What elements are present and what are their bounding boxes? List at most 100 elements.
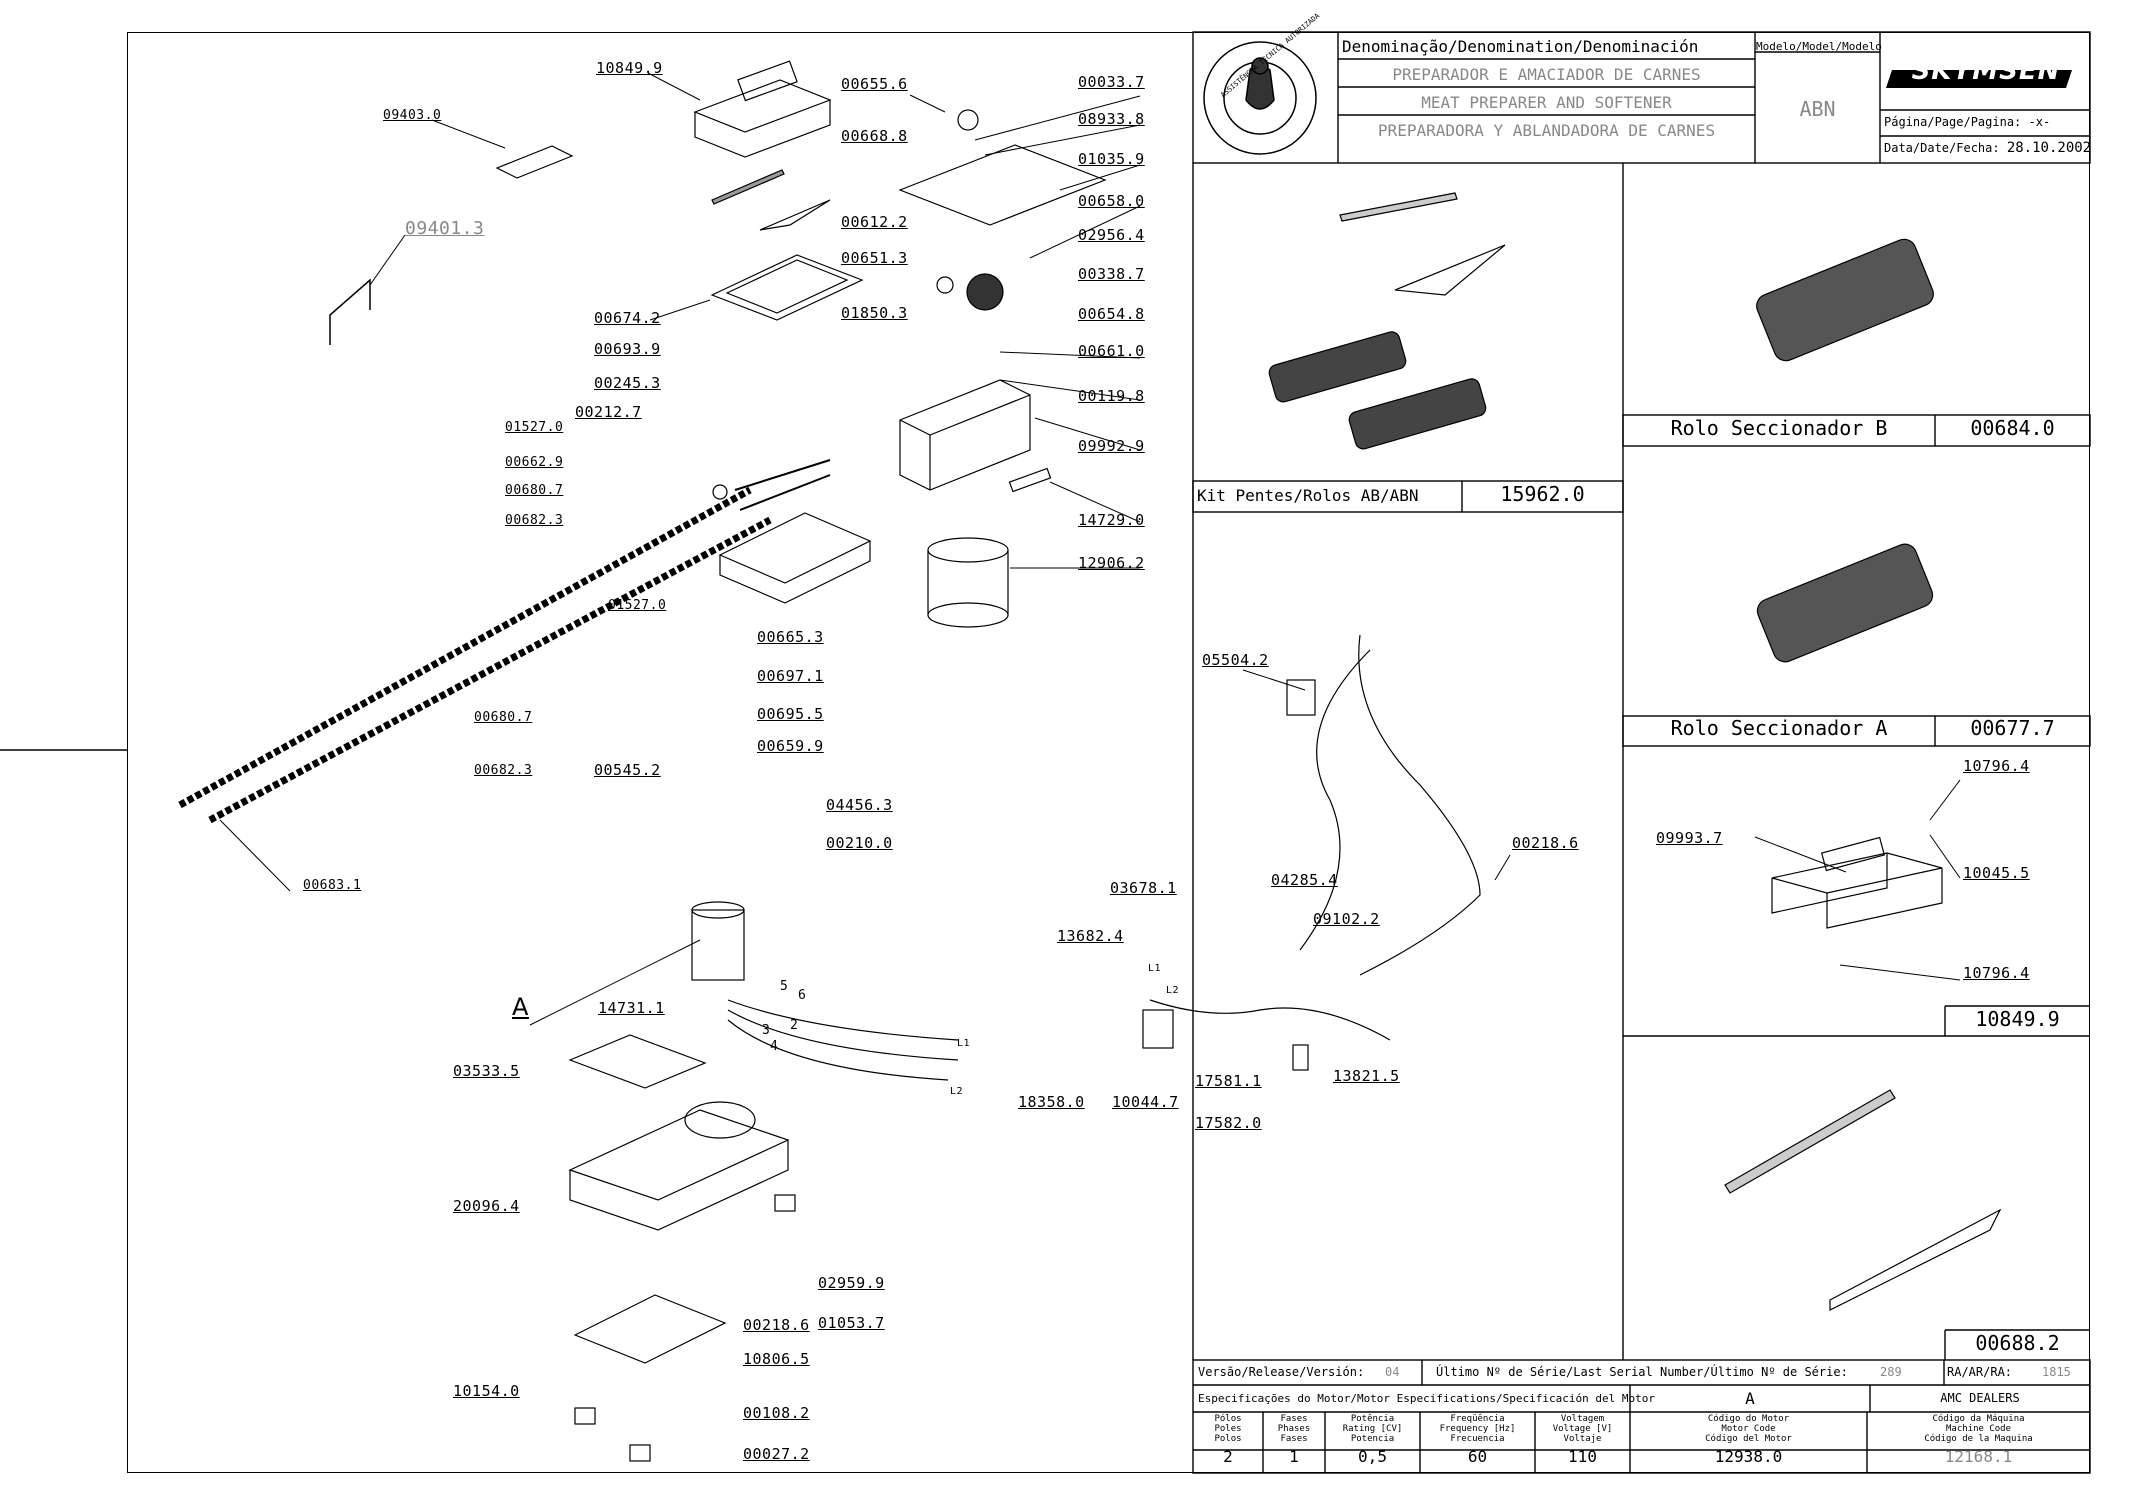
dealers: AMC DEALERS xyxy=(1940,1391,2020,1405)
part-label: 04456.3 xyxy=(826,796,893,814)
part-label: 10044.7 xyxy=(1112,1093,1179,1111)
part-label: 00693.9 xyxy=(594,340,661,358)
drawing-frame xyxy=(127,32,2090,1473)
roller-a-code: 00677.7 xyxy=(1970,716,2055,740)
kit-label: Kit Pentes/Rolos AB/ABN xyxy=(1197,486,1419,505)
ra-value: 1815 xyxy=(2042,1365,2071,1379)
denomination-header: Denominação/Denomination/Denominación xyxy=(1342,37,1699,56)
part-label: 12906.2 xyxy=(1078,554,1145,572)
wire-label-l2: L2 xyxy=(1166,985,1180,996)
part-label: 00027.2 xyxy=(743,1445,810,1463)
part-label: 00659.9 xyxy=(757,737,824,755)
part-label: 01527.0 xyxy=(505,420,564,435)
part-label: 09401.3 xyxy=(405,218,485,239)
comb-assembly-code: 10849.9 xyxy=(1975,1007,2060,1031)
part-label: 00697.1 xyxy=(757,667,824,685)
part-label: 13821.5 xyxy=(1333,1067,1400,1085)
part-label: 00683.1 xyxy=(303,878,362,893)
product-name-en: MEAT PREPARER AND SOFTENER xyxy=(1421,93,1672,112)
part-label: 00674.2 xyxy=(594,309,661,327)
product-name-pt: PREPARADOR E AMACIADOR DE CARNES xyxy=(1392,65,1701,84)
serial-label: Último Nº de Série/Last Serial Number/Úl… xyxy=(1436,1365,1848,1379)
part-label: 00680.7 xyxy=(474,710,533,725)
part-label: 00682.3 xyxy=(505,513,564,528)
roller-b-label: Rolo Seccionador B xyxy=(1670,416,1888,440)
part-label: 02956.4 xyxy=(1078,226,1145,244)
part-label: 17582.0 xyxy=(1195,1114,1262,1132)
detail-label-3: 10045.5 xyxy=(1963,864,2030,882)
part-label: 00661.0 xyxy=(1078,342,1145,360)
part-label: 00218.6 xyxy=(1512,834,1579,852)
part-label: 00033.7 xyxy=(1078,73,1145,91)
part-label: 00651.3 xyxy=(841,249,908,267)
part-label: 17581.1 xyxy=(1195,1072,1262,1090)
part-label: 02959.9 xyxy=(818,1274,885,1292)
motor-wire-l2: L2 xyxy=(950,1086,964,1097)
part-label: 01053.7 xyxy=(818,1314,885,1332)
part-label: 00245.3 xyxy=(594,374,661,392)
part-label: 10806.5 xyxy=(743,1350,810,1368)
motor-wire-4: 4 xyxy=(770,1039,779,1054)
part-label: 20096.4 xyxy=(453,1197,520,1215)
part-label: 14731.1 xyxy=(598,999,665,1017)
ra-label: RA/AR/RA: xyxy=(1947,1365,2013,1379)
part-label: 00682.3 xyxy=(474,763,533,778)
part-label: 00662.9 xyxy=(505,455,564,470)
detail-label-4: 10796.4 xyxy=(1963,964,2030,982)
motor-letter: A xyxy=(1745,1389,1755,1408)
part-label: 00655.6 xyxy=(841,75,908,93)
model-header: Modelo/Model/Modelo xyxy=(1756,40,1882,53)
part-label: 00545.2 xyxy=(594,761,661,779)
part-label: 04285.4 xyxy=(1271,871,1338,889)
part-label: 01527.0 xyxy=(608,598,667,613)
detail-label-1: 10796.4 xyxy=(1963,757,2030,775)
wire-label-l1: L1 xyxy=(1148,963,1162,974)
product-name-es: PREPARADORA Y ABLANDADORA DE CARNES xyxy=(1377,121,1716,140)
part-label: 03678.1 xyxy=(1110,879,1177,897)
motor-wire-3: 3 xyxy=(762,1023,771,1038)
brand-logo: SKYMSEN xyxy=(1911,56,2061,86)
motor-wire-5: 5 xyxy=(780,979,789,994)
part-label: 00612.2 xyxy=(841,213,908,231)
part-label: 13682.4 xyxy=(1057,927,1124,945)
comb-code: 00688.2 xyxy=(1975,1331,2060,1355)
part-label: 01035.9 xyxy=(1078,150,1145,168)
part-label: 00680.7 xyxy=(505,483,564,498)
version-value: 04 xyxy=(1385,1365,1400,1379)
serial-value: 289 xyxy=(1880,1365,1902,1379)
part-label: 10154.0 xyxy=(453,1382,520,1400)
motor-wire-l1: L1 xyxy=(957,1038,971,1049)
part-label: 00119.8 xyxy=(1078,387,1145,405)
part-label: 05504.2 xyxy=(1202,651,1269,669)
part-label: 03533.5 xyxy=(453,1062,520,1080)
part-label: 08933.8 xyxy=(1078,110,1145,128)
kit-code: 15962.0 xyxy=(1500,482,1585,506)
part-label: 00665.3 xyxy=(757,628,824,646)
part-label: 14729.0 xyxy=(1078,511,1145,529)
part-label: 00695.5 xyxy=(757,705,824,723)
motor-callout-a: A xyxy=(512,993,529,1021)
part-label: 01850.3 xyxy=(841,304,908,322)
part-label: 09102.2 xyxy=(1313,910,1380,928)
date-label: Data/Date/Fecha: 28.10.2002 xyxy=(1884,140,2092,156)
part-label: 10849.9 xyxy=(596,59,663,77)
part-label: 00338.7 xyxy=(1078,265,1145,283)
part-label: 09992.9 xyxy=(1078,437,1145,455)
part-label: 00108.2 xyxy=(743,1404,810,1422)
page-label: Página/Page/Pagina: -x- xyxy=(1884,115,2051,129)
part-label: 00212.7 xyxy=(575,403,642,421)
roller-a-label: Rolo Seccionador A xyxy=(1670,716,1888,740)
motor-wire-2: 2 xyxy=(790,1018,799,1033)
part-label: 00668.8 xyxy=(841,127,908,145)
part-label: 00210.0 xyxy=(826,834,893,852)
model-value: ABN xyxy=(1799,97,1836,121)
version-label: Versão/Release/Versión: xyxy=(1198,1365,1365,1379)
part-label: 00218.6 xyxy=(743,1316,810,1334)
roller-b-code: 00684.0 xyxy=(1970,416,2055,440)
